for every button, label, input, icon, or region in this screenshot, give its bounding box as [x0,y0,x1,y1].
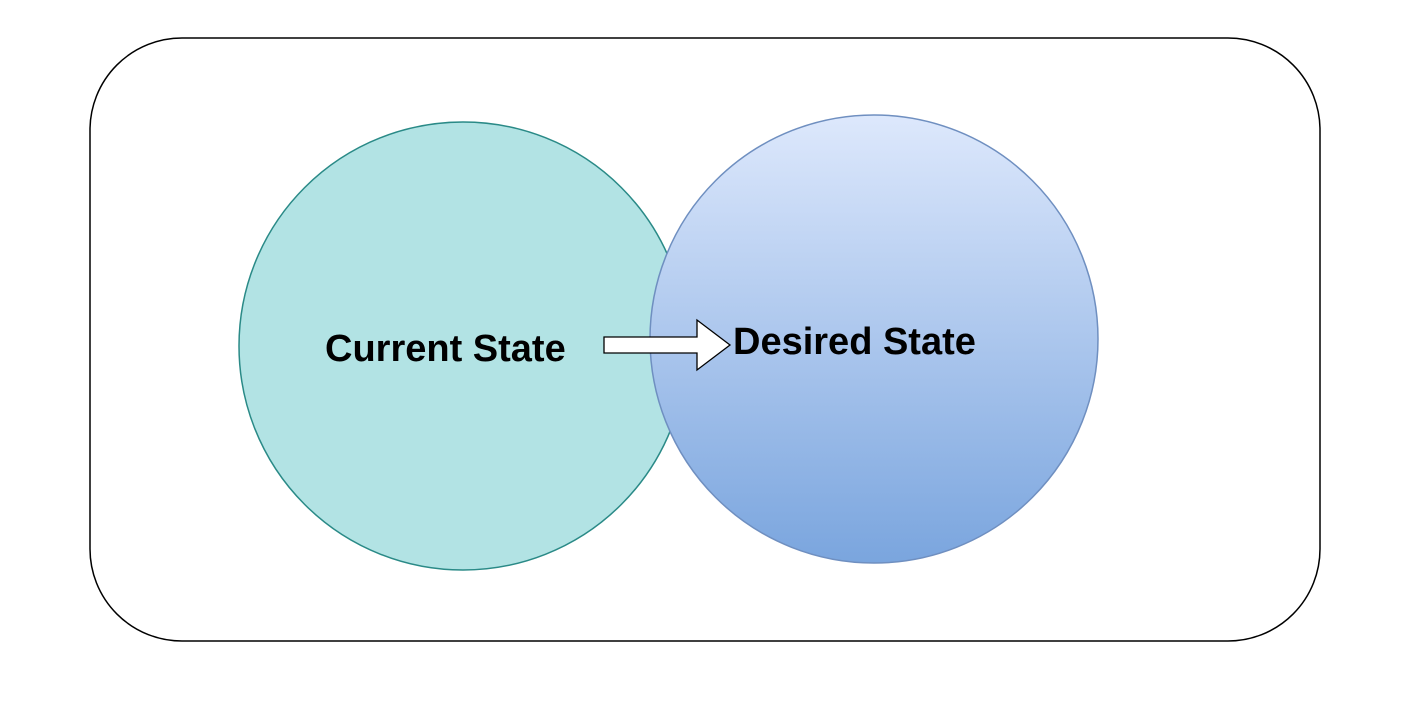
desired-state-label: Desired State [733,321,976,363]
transition-arrow-icon [603,318,732,372]
current-state-label: Current State [325,328,566,370]
diagram-frame [89,37,1321,642]
